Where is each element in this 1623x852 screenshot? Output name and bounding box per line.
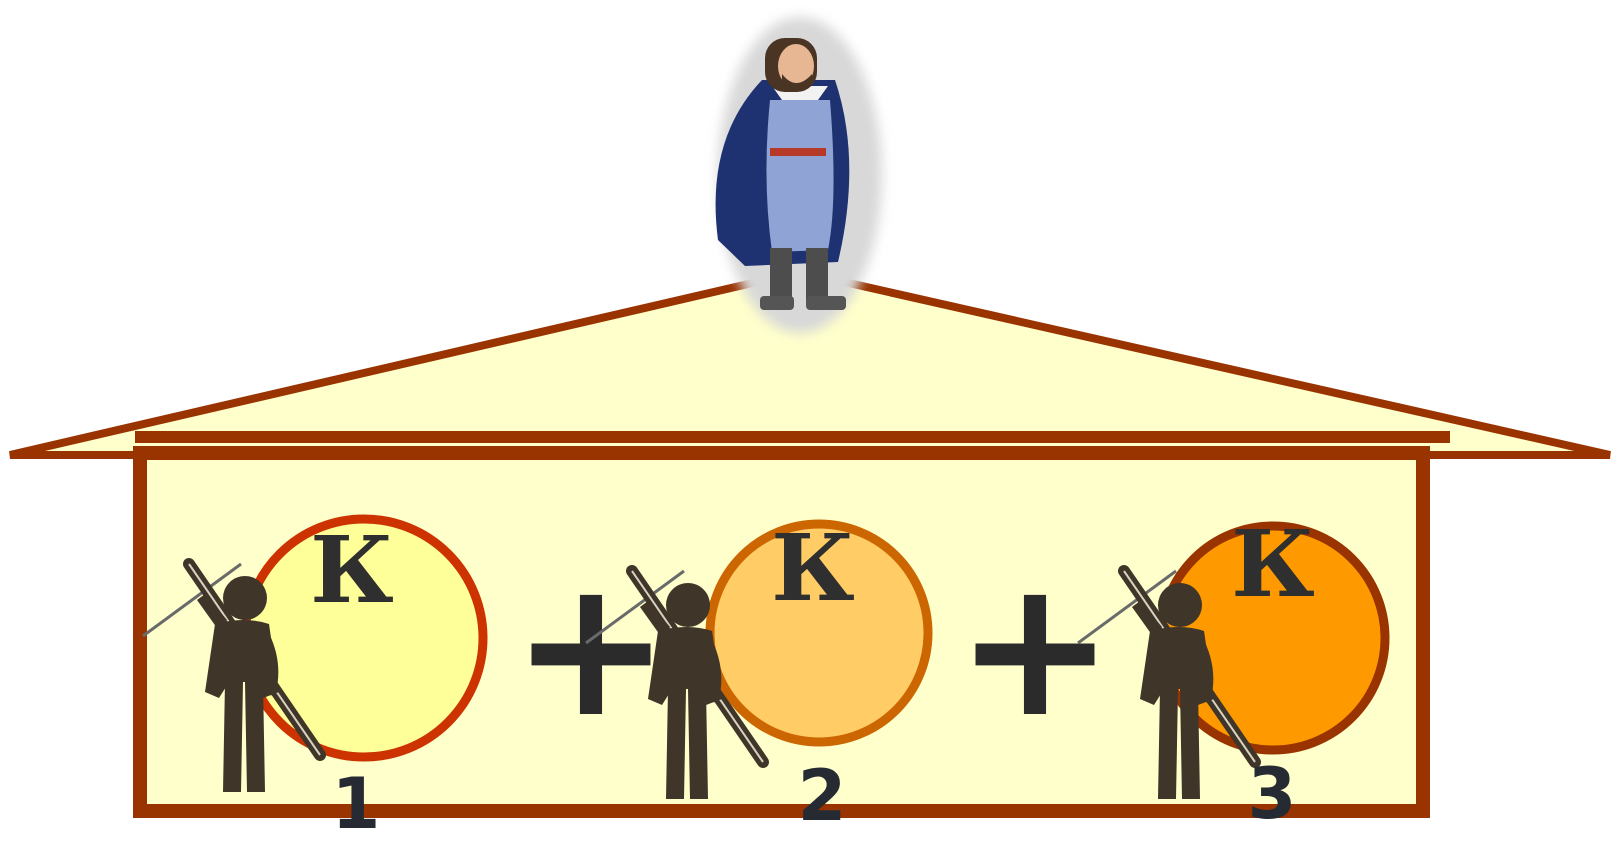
circle-3-letter: К — [1231, 510, 1315, 618]
circle-3-number: 3 — [1248, 753, 1297, 835]
plus-sign-2: + — [955, 538, 1114, 759]
plus-sign-1: + — [511, 538, 670, 759]
circle-2-letter: К — [771, 514, 855, 622]
circle-1-letter: К — [310, 516, 394, 624]
circle-1-number: 1 — [332, 763, 381, 845]
circle-2-number: 2 — [798, 755, 847, 837]
